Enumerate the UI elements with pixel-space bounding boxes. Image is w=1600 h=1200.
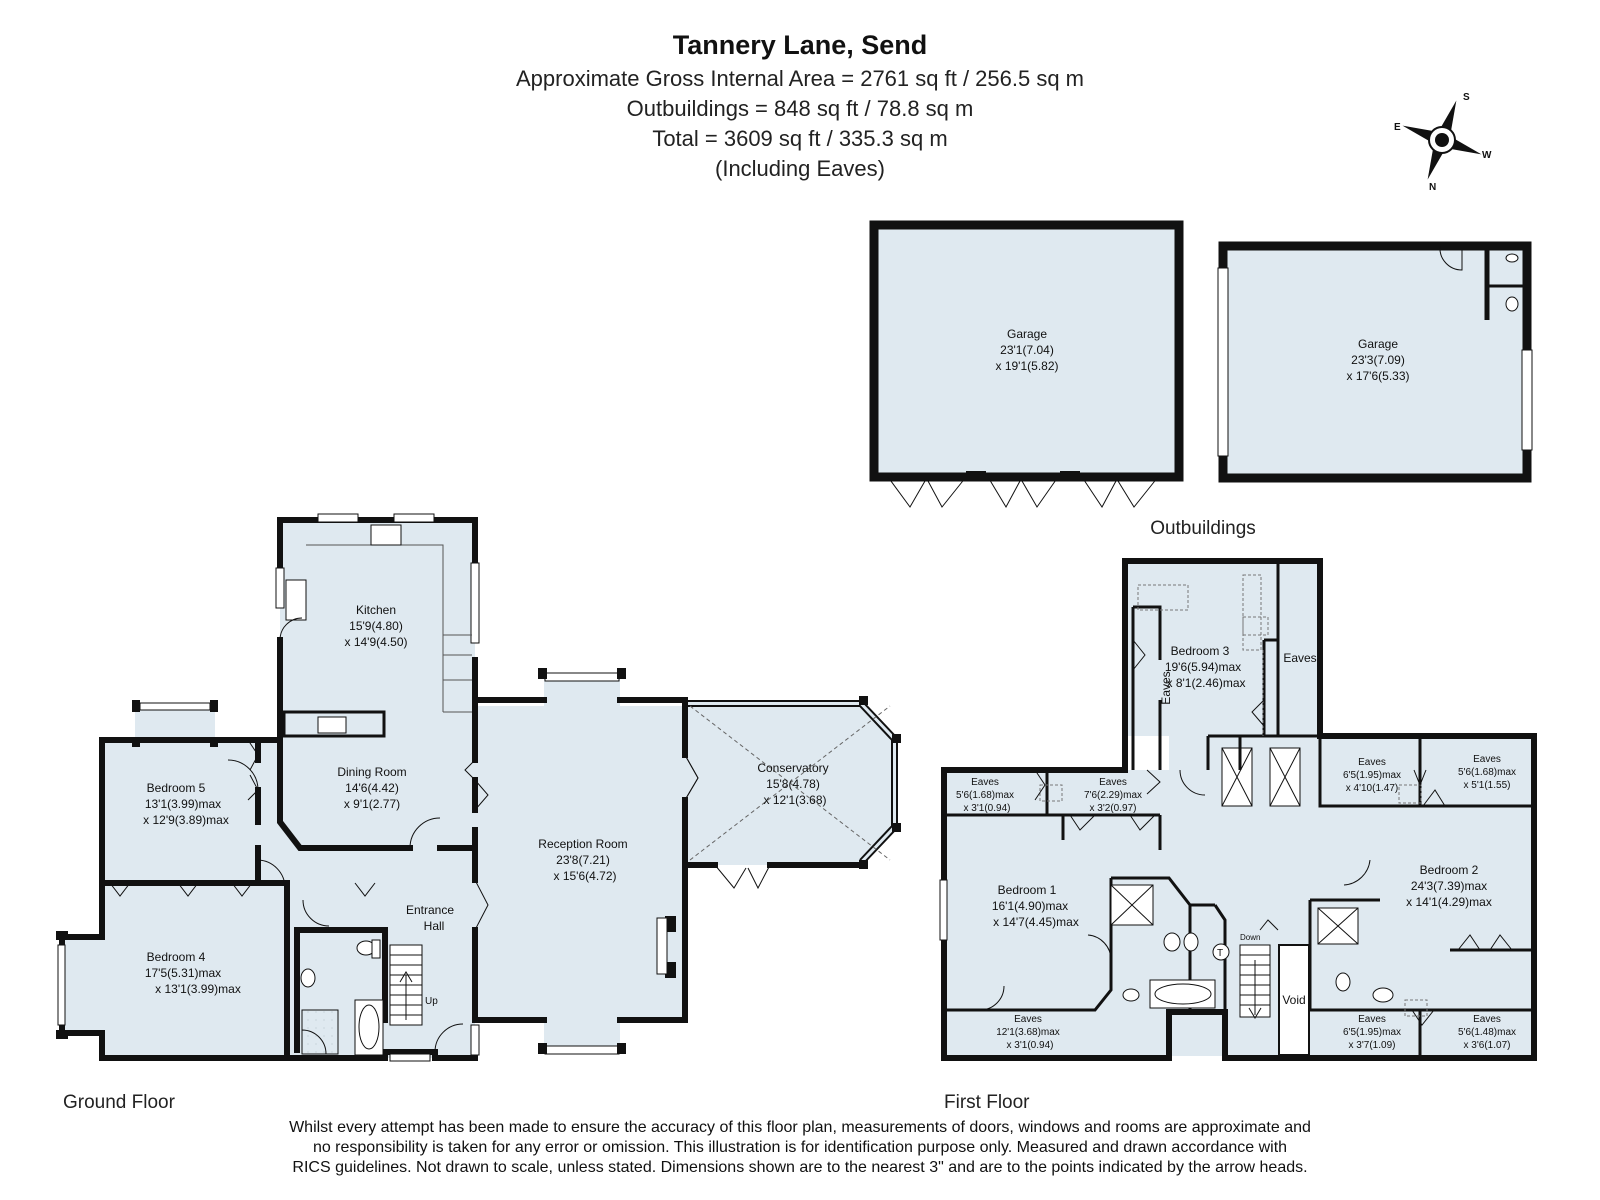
eaves-f-name: Eaves: [1358, 1014, 1386, 1025]
ground-floor-plan: Up: [56, 513, 901, 1062]
kitchen-name: Kitchen: [356, 603, 396, 617]
eaves-a-dim1: 5'6(1.68)max: [956, 790, 1014, 801]
bedroom1-dim2: x 14'7(4.45)max: [993, 915, 1079, 929]
compass-w: W: [1482, 150, 1492, 161]
bedroom2-dim2: x 14'1(4.29)max: [1406, 895, 1492, 909]
garage-2-dim2: x 17'6(5.33): [1347, 369, 1410, 383]
garage-1: [869, 220, 1184, 509]
disclaimer-line-3: RICS guidelines. Not drawn to scale, unl…: [292, 1159, 1308, 1176]
bedroom5-name: Bedroom 5: [147, 781, 206, 795]
compass-e: E: [1394, 122, 1401, 133]
disclaimer: Whilst every attempt has been made to en…: [200, 1118, 1400, 1178]
reception-dim1: 23'8(7.21): [556, 853, 610, 867]
conservatory-dim2: x 12'1(3.68): [764, 793, 827, 807]
garage-1-dim1: 23'1(7.04): [1000, 343, 1054, 357]
kitchen-dim2: x 14'9(4.50): [345, 635, 408, 649]
first-floor-label: First Floor: [944, 1092, 1030, 1113]
eaves-f-dim2: x 3'7(1.09): [1349, 1040, 1396, 1051]
bedroom3-dim1: 19'6(5.94)max: [1165, 660, 1241, 674]
eaves-b3-left: Eaves: [1159, 671, 1173, 704]
dining-name: Dining Room: [337, 765, 406, 779]
eaves-b3-right: Eaves: [1283, 651, 1316, 665]
reception-dim2: x 15'6(4.72): [554, 869, 617, 883]
garage-1-name: Garage: [1007, 327, 1047, 341]
entrance-hall-name-2: Hall: [424, 919, 445, 933]
kitchen-dim1: 15'9(4.80): [349, 619, 403, 633]
eaves-e-dim2: x 3'1(0.94): [1007, 1040, 1054, 1051]
ground-floor-label: Ground Floor: [63, 1092, 176, 1113]
eaves-f-dim1: 6'5(1.95)max: [1343, 1027, 1401, 1038]
eaves-e-name: Eaves: [1014, 1014, 1042, 1025]
compass-icon: S E W N: [1394, 92, 1492, 193]
bedroom1-dim1: 16'1(4.90)max: [992, 899, 1068, 913]
tank-label: T: [1217, 948, 1223, 959]
plan-title: Tannery Lane, Send: [672, 30, 928, 60]
conservatory-dim1: 15'8(4.78): [766, 777, 820, 791]
eaves-c-dim2: x 4'10(1.47): [1346, 783, 1399, 794]
bedroom5-dim1: 13'1(3.99)max: [145, 797, 221, 811]
dining-dim1: 14'6(4.42): [345, 781, 399, 795]
garage-2-dim1: 23'3(7.09): [1351, 353, 1405, 367]
bedroom2-dim1: 24'3(7.39)max: [1411, 879, 1487, 893]
total-area-line: Total = 3609 sq ft / 335.3 sq m: [652, 126, 948, 151]
first-floor-plan: T Down: [939, 558, 1537, 1061]
stairs-down-label: Down: [1240, 933, 1260, 942]
gross-area-line: Approximate Gross Internal Area = 2761 s…: [515, 66, 1085, 91]
stairs-up-label: Up: [425, 996, 438, 1007]
eaves-a-dim2: x 3'1(0.94): [964, 803, 1011, 814]
eaves-c-dim1: 6'5(1.95)max: [1343, 770, 1401, 781]
eaves-g-dim1: 5'6(1.48)max: [1458, 1027, 1516, 1038]
garage-2-name: Garage: [1358, 337, 1398, 351]
void-name: Void: [1282, 993, 1305, 1007]
conservatory-name: Conservatory: [757, 761, 828, 775]
eaves-d-dim1: 5'6(1.68)max: [1458, 767, 1516, 778]
eaves-a-name: Eaves: [971, 777, 999, 788]
bedroom1-name: Bedroom 1: [998, 883, 1057, 897]
bedroom4-dim2: x 13'1(3.99)max: [155, 982, 241, 996]
eaves-b-name: Eaves: [1099, 777, 1127, 788]
eaves-d-dim2: x 5'1(1.55): [1464, 780, 1511, 791]
bedroom2-name: Bedroom 2: [1420, 863, 1479, 877]
reception-name: Reception Room: [538, 837, 627, 851]
eaves-g-name: Eaves: [1473, 1014, 1501, 1025]
compass-n: N: [1429, 182, 1436, 193]
bedroom4-dim1: 17'5(5.31)max: [145, 966, 221, 980]
disclaimer-line-2: no responsibility is taken for any error…: [312, 1139, 1288, 1156]
outbuildings-area-line: Outbuildings = 848 sq ft / 78.8 sq m: [626, 96, 974, 121]
eaves-b-dim2: x 3'2(0.97): [1090, 803, 1137, 814]
bedroom3-dim2: x 8'1(2.46)max: [1167, 676, 1246, 690]
dining-dim2: x 9'1(2.77): [344, 797, 400, 811]
eaves-c-name: Eaves: [1358, 757, 1386, 768]
bedroom3-name: Bedroom 3: [1171, 644, 1230, 658]
eaves-d-name: Eaves: [1473, 754, 1501, 765]
bedroom5-dim2: x 12'9(3.89)max: [143, 813, 229, 827]
entrance-hall-name-1: Entrance: [406, 903, 454, 917]
bedroom4-name: Bedroom 4: [147, 950, 206, 964]
garage-1-dim2: x 19'1(5.82): [996, 359, 1059, 373]
garage-2: [1217, 241, 1533, 483]
compass-s: S: [1463, 92, 1470, 103]
eaves-note: (Including Eaves): [715, 156, 885, 181]
eaves-g-dim2: x 3'6(1.07): [1464, 1040, 1511, 1051]
eaves-e-dim1: 12'1(3.68)max: [996, 1027, 1060, 1038]
eaves-b-dim1: 7'6(2.29)max: [1084, 790, 1142, 801]
disclaimer-line-1: Whilst every attempt has been made to en…: [289, 1119, 1311, 1136]
outbuildings-label: Outbuildings: [1150, 518, 1256, 539]
